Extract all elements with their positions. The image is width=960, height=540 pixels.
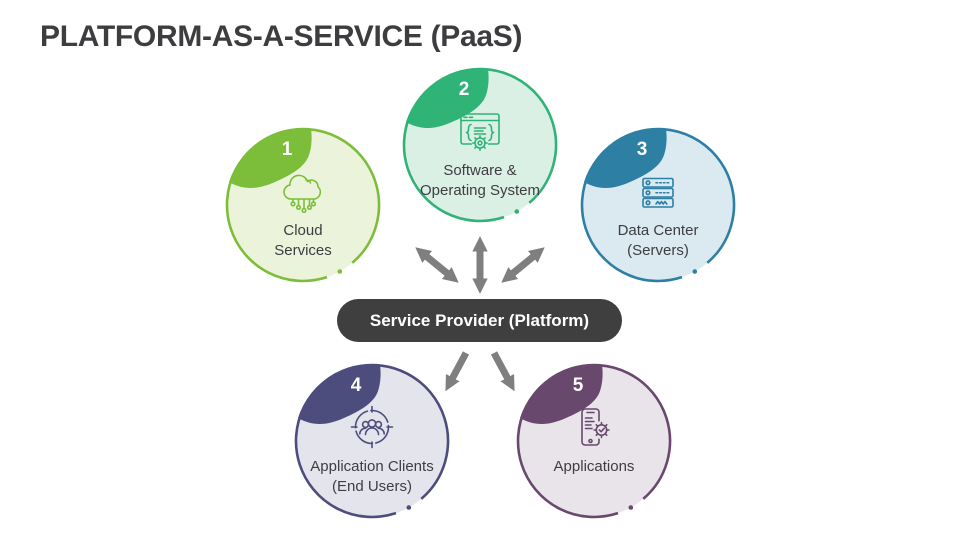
arrow-platform-applications (490, 351, 515, 392)
number-badge (229, 128, 312, 189)
users-target-icon (350, 405, 394, 449)
node-data-center: 3 Data Center (Servers) (580, 127, 736, 283)
node-application-clients: 4 Application Clients (End Users) (294, 363, 450, 519)
software-os-window-icon (460, 113, 500, 152)
node-number: 4 (351, 375, 362, 396)
ring-dot (406, 505, 412, 510)
node-label: Data Center (Servers) (617, 222, 699, 259)
node-number: 1 (282, 139, 293, 160)
cloud-network-icon (283, 174, 322, 214)
node-label: Cloud Services (274, 222, 332, 259)
arrow-platform-application-clients (445, 351, 470, 392)
number-badge (298, 364, 381, 425)
arrow-platform-data-center (501, 247, 545, 283)
number-badge (584, 128, 667, 189)
node-software-os: 2 Software & Operating System (402, 67, 558, 223)
node-number: 5 (573, 375, 584, 396)
node-applications: 5 Applications (516, 363, 672, 519)
mobile-app-gear-icon (581, 408, 611, 446)
page-title: PLATFORM-AS-A-SERVICE (PaaS) (40, 20, 523, 53)
service-provider-pill: Service Provider (Platform) (337, 299, 622, 342)
ring-dot (337, 269, 343, 274)
node-label: Application Clients (End Users) (310, 458, 434, 495)
node-number: 2 (459, 79, 470, 100)
ring-dot (628, 505, 634, 510)
ring-dot (514, 209, 520, 214)
node-number: 3 (637, 139, 648, 160)
node-label: Software & Operating System (419, 162, 541, 199)
number-badge (406, 68, 489, 129)
server-rack-icon (642, 177, 674, 208)
number-badge (520, 364, 603, 425)
node-label: Applications (553, 458, 635, 475)
node-cloud-services: 1 Cloud Services (225, 127, 381, 283)
arrow-platform-cloud-services (415, 247, 459, 283)
ring-dot (692, 269, 698, 274)
